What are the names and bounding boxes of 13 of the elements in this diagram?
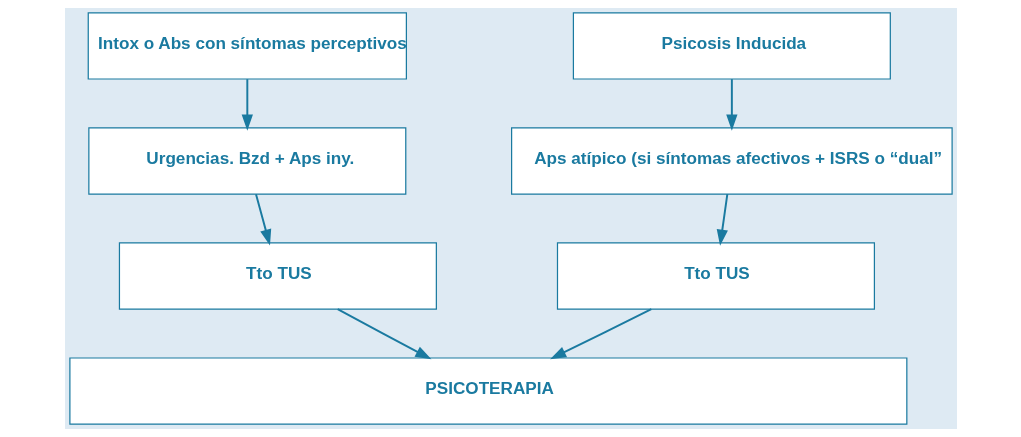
node-box: Psicosis Inducida [572, 12, 891, 80]
node-box: Urgencias. Bzd + Aps iny. [87, 127, 406, 195]
arrow [725, 78, 738, 131]
node-box: Tto TUS [118, 242, 437, 310]
node-box: PSICOTERAPIA [68, 357, 907, 425]
node-box: Aps atípico (si síntomas afectivos + ISRS o “dual” [510, 127, 953, 195]
node-box: Tto TUS [556, 242, 875, 310]
arrow [716, 193, 728, 246]
node-box: Intox o Abs con síntomas perceptivos [87, 12, 407, 80]
arrow [549, 308, 652, 360]
arrow [241, 78, 253, 131]
arrow [336, 308, 431, 360]
arrow [254, 193, 271, 246]
